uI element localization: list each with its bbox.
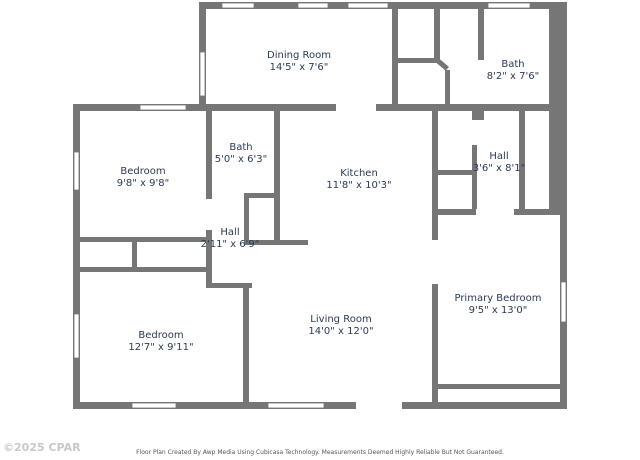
watermark: ©2025 CPAR xyxy=(3,441,81,454)
door-opening xyxy=(432,240,438,284)
room-name-hall-center: Hall xyxy=(220,227,239,238)
window xyxy=(347,2,389,9)
wall-bath2-bottom xyxy=(244,193,280,198)
wall-closet-c xyxy=(436,59,449,71)
window xyxy=(221,2,255,9)
wall-west-top xyxy=(73,104,206,111)
door-opening xyxy=(356,402,402,409)
wall-primary-closet xyxy=(436,384,560,389)
wall-closet-b xyxy=(398,58,440,63)
room-dims-bedroom-1: 9'8" x 9'8" xyxy=(117,178,169,189)
window xyxy=(199,51,206,97)
room-dims-bedroom-2: 12'7" x 9'11" xyxy=(128,342,193,353)
room-name-living-room: Living Room xyxy=(310,314,371,325)
wall-hall-left xyxy=(206,230,212,288)
room-name-bath-upper: Bath xyxy=(501,59,524,70)
wall-closet-a xyxy=(434,2,440,62)
room-name-bedroom-2: Bedroom xyxy=(138,330,183,341)
door-openings xyxy=(212,104,514,409)
wall-bed1-bottom xyxy=(80,237,212,242)
wall-bath-top-left xyxy=(478,2,484,60)
window xyxy=(73,313,80,359)
door-opening xyxy=(476,209,514,215)
wall-hall-closet-left xyxy=(244,193,249,241)
door-opening xyxy=(212,199,244,235)
window xyxy=(139,104,187,111)
windows xyxy=(73,2,567,409)
door-opening xyxy=(336,104,376,111)
wall-hall-r-left xyxy=(472,145,477,212)
window xyxy=(267,402,325,409)
window xyxy=(73,151,80,191)
wall-bath-bottom xyxy=(472,104,567,111)
room-name-dining: Dining Room xyxy=(267,50,331,61)
room-dims-primary-bedroom: 9'5" x 13'0" xyxy=(469,305,528,316)
room-labels: Dining Room 14'5" x 7'6" Bath 8'2" x 7'6… xyxy=(117,50,542,353)
wall-bed2-right xyxy=(243,283,249,409)
window xyxy=(297,2,329,9)
window xyxy=(131,402,177,409)
wall-kitchen-living xyxy=(244,240,308,245)
wall-hall-r-stub xyxy=(436,170,476,175)
room-name-kitchen: Kitchen xyxy=(340,168,378,179)
room-name-hall-east: Hall xyxy=(489,151,508,162)
window xyxy=(487,2,531,9)
wall-hall-r-right xyxy=(519,110,525,213)
room-name-primary-bedroom: Primary Bedroom xyxy=(454,293,541,304)
room-dims-kitchen: 11'8" x 10'3" xyxy=(326,180,391,191)
footer-note: Floor Plan Created By Awp Media Using Cu… xyxy=(136,449,504,456)
wall-bed2-top xyxy=(80,267,212,272)
room-dims-hall-center: 2'11" x 6'9" xyxy=(201,239,260,250)
wall-hall-bottom xyxy=(206,283,252,288)
window xyxy=(560,281,567,323)
room-dims-bath-small: 5'0" x 6'3" xyxy=(215,154,267,165)
room-dims-dining: 14'5" x 7'6" xyxy=(270,62,329,73)
room-dims-living-room: 14'0" x 12'0" xyxy=(308,326,373,337)
wall-primary-top-b xyxy=(514,209,567,215)
room-name-bath-small: Bath xyxy=(229,142,252,153)
wall-closet-div xyxy=(132,237,137,271)
room-dims-hall-east: 3'6" x 8'1" xyxy=(473,163,525,174)
wall-bath2-right xyxy=(274,104,280,241)
wall-primary-top-a xyxy=(436,209,476,215)
wall-bath2-left xyxy=(206,104,212,199)
wall-bath-stub xyxy=(472,104,484,120)
wall-west xyxy=(73,104,80,409)
room-dims-bath-upper: 8'2" x 7'6" xyxy=(487,71,539,82)
wall-closet-d xyxy=(445,70,450,110)
room-name-bedroom-1: Bedroom xyxy=(120,166,165,177)
wall-dining-right xyxy=(392,2,398,110)
